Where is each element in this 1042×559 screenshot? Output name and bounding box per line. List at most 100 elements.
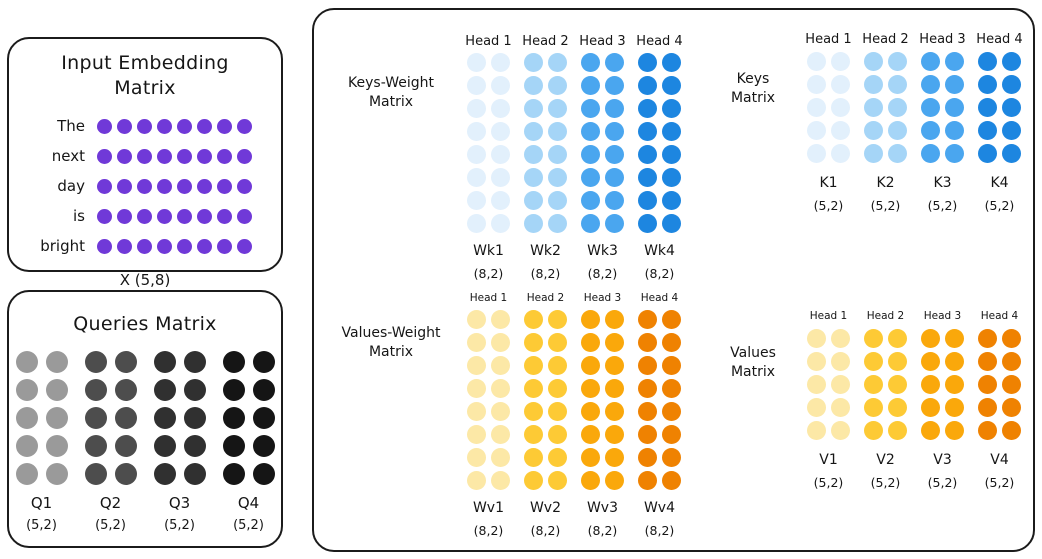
matrix-dot-row [800,329,1028,440]
input-embedding-title: Input Embedding Matrix [9,51,281,101]
head-dot-column [460,53,517,233]
embedding-dot [177,208,192,224]
embedding-dot [157,238,172,254]
matrix-dot [921,98,940,117]
matrix-group-name: V4 [990,452,1009,468]
matrix-dot [548,214,567,233]
matrix-dot [638,471,657,490]
query-dot [222,379,245,401]
embedding-dot [97,178,112,194]
matrix-dot [807,52,826,71]
matrix-dot [864,121,883,140]
matrix-dot [638,122,657,141]
matrix-dot [662,310,681,329]
queries-matrix-grid: Q1(5,2)Q2(5,2)Q3(5,2)Q4(5,2) [9,351,281,533]
matrix-dot [1002,398,1021,417]
embedding-dot [177,238,192,254]
query-dot [114,351,137,373]
matrix-group-dim: (5,2) [927,475,958,490]
head-label: Head 1 [469,292,508,304]
matrix-dot [945,121,964,140]
head-label: Head 3 [583,292,622,304]
embedding-dot [197,178,212,194]
embedding-dot [137,148,152,164]
matrix-dot [491,76,510,95]
head-dot-column [574,53,631,233]
embedding-dot [197,148,212,164]
matrix-dot [1002,121,1021,140]
matrix-group-name: V1 [819,452,838,468]
matrix-dot [888,398,907,417]
matrix-group-name: Wk1 [473,243,504,259]
head-label: Head 3 [919,32,966,47]
matrix-dot [524,53,543,72]
dot-grid [864,329,907,440]
matrix-dot [467,214,486,233]
matrix-dot [864,329,883,348]
matrix-group-name: K3 [933,175,952,191]
input-embedding-row-label: bright [40,237,85,255]
embedding-dot [117,148,132,164]
dot-grid [524,310,567,490]
queries-dot-grid [222,351,275,485]
matrix-dot [831,75,850,94]
embedding-dot [97,118,112,134]
matrix-dot [524,214,543,233]
matrix-dot [888,375,907,394]
embedding-dot [97,238,112,254]
matrix-dot [1002,352,1021,371]
matrix-dot [864,398,883,417]
matrix-group-name: K2 [876,175,895,191]
matrix-group-dim: (5,2) [984,475,1015,490]
matrix-group-dim: (8,2) [473,266,504,281]
matrix-dot [888,352,907,371]
input-embedding-title-line2: Matrix [114,77,176,99]
input-embedding-row: The [27,111,281,141]
matrix-dot [921,52,940,71]
matrix-dot [888,52,907,71]
head-dot-column [971,329,1028,440]
queries-head-dim: (5,2) [164,518,195,533]
matrix-dot [548,310,567,329]
query-dot [153,379,176,401]
query-dot [45,407,68,429]
embedding-dot [237,238,252,254]
matrix-dot [831,98,850,117]
input-embedding-row: next [27,141,281,171]
keys-matrix-label-line2: Matrix [730,90,776,106]
matrix-dim-row: (5,2)(5,2)(5,2)(5,2) [800,198,1028,213]
matrix-dot [548,402,567,421]
embedding-dot [217,118,232,134]
matrix-dot [945,375,964,394]
query-dot [114,435,137,457]
query-dot [252,435,275,457]
input-embedding-row-label: day [57,177,85,195]
matrix-dot [888,144,907,163]
matrix-dot [831,144,850,163]
keys-matrix-label-line1: Keys [736,71,770,87]
matrix-dot [978,329,997,348]
queries-head-name: Q1 [30,494,53,512]
matrix-dot [467,425,486,444]
matrix-dot [524,333,543,352]
matrix-dot [491,425,510,444]
head-label: Head 1 [805,32,852,47]
queries-head-name: Q2 [99,494,122,512]
matrix-dot [831,52,850,71]
matrix-dot [581,145,600,164]
matrix-dot [605,310,624,329]
query-dot [84,435,107,457]
matrix-dot [605,53,624,72]
matrix-dot [467,310,486,329]
dot-grid [921,52,964,163]
matrix-dot [524,145,543,164]
dot-grid [467,310,510,490]
head-label: Head 1 [809,310,848,322]
matrix-dot [978,144,997,163]
matrix-dot [945,352,964,371]
query-dot [114,379,137,401]
head-dot-column [517,310,574,490]
